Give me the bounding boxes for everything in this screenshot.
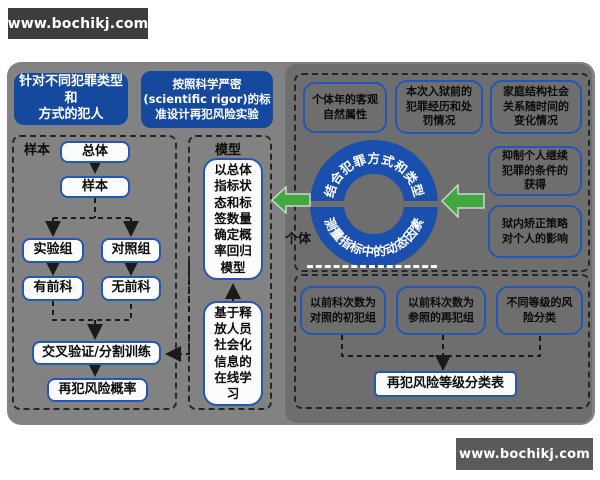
watermark-top: www.bochikj.com <box>8 8 148 39</box>
node-population: 总体 <box>60 141 130 163</box>
model-box-online-learning: 基于释 放人员 社会化 信息的 在线学 习 <box>203 301 263 406</box>
green-arrow-left-icon <box>271 186 311 214</box>
model-panel-title: 模型 <box>215 143 242 158</box>
node-cross-validation: 交叉验证/分割训练 <box>32 341 161 365</box>
node-control-group: 对照组 <box>101 238 161 263</box>
result-box-first-offender-group: 以前科次数为 对照的初犯组 <box>300 286 386 335</box>
node-recidivism-probability: 再犯风险概率 <box>47 378 148 402</box>
node-experimental-group: 实验组 <box>22 238 84 263</box>
watermark-bottom: www.bochikj.com <box>456 438 593 470</box>
header-box-offender-types: 针对不同犯罪类型和 方式的犯人 <box>14 73 128 125</box>
factor-box-prison-correction: 狱内矫正策略 对个人的影响 <box>488 205 582 258</box>
donut-chart: 结合犯罪方式和类型 测量指标中的动态因素 <box>308 140 440 268</box>
individual-label: 个体 <box>285 232 312 247</box>
white-dashed-divider <box>307 265 437 268</box>
factor-box-individual-attributes: 个体年的客观 自然属性 <box>303 82 387 133</box>
factor-box-crime-suppression: 抑制个人继续 犯罪的条件的 获得 <box>488 146 582 196</box>
factor-box-criminal-history: 本次入狱前的 犯罪经历和处 罚情况 <box>395 80 483 134</box>
sample-panel-title: 样本 <box>24 143 51 158</box>
result-box-risk-levels: 不同等级的风 险分类 <box>496 286 583 335</box>
header-box-scientific-rigor: 按照科学严密 (scientific rigor)的标 准设计再犯风险实验 <box>141 71 273 128</box>
green-arrow-right-icon <box>441 184 485 218</box>
risk-classification-panel <box>294 274 590 409</box>
node-sample: 样本 <box>60 176 130 198</box>
node-prior-record: 有前科 <box>22 276 84 301</box>
node-risk-classification-table: 再犯风险等级分类表 <box>374 371 517 397</box>
model-box-regression: 以总体 指标状 态和标 签数量 确定概 率回归 模型 <box>203 158 263 280</box>
node-no-prior-record: 无前科 <box>101 276 161 301</box>
result-box-reoffender-group: 以前科次数为 参照的再犯组 <box>396 286 486 335</box>
donut-gap <box>308 201 440 207</box>
dynamic-factors-panel <box>294 73 590 272</box>
factor-box-family-structure: 家庭结构社会 关系随时间的 变化情况 <box>490 80 582 134</box>
